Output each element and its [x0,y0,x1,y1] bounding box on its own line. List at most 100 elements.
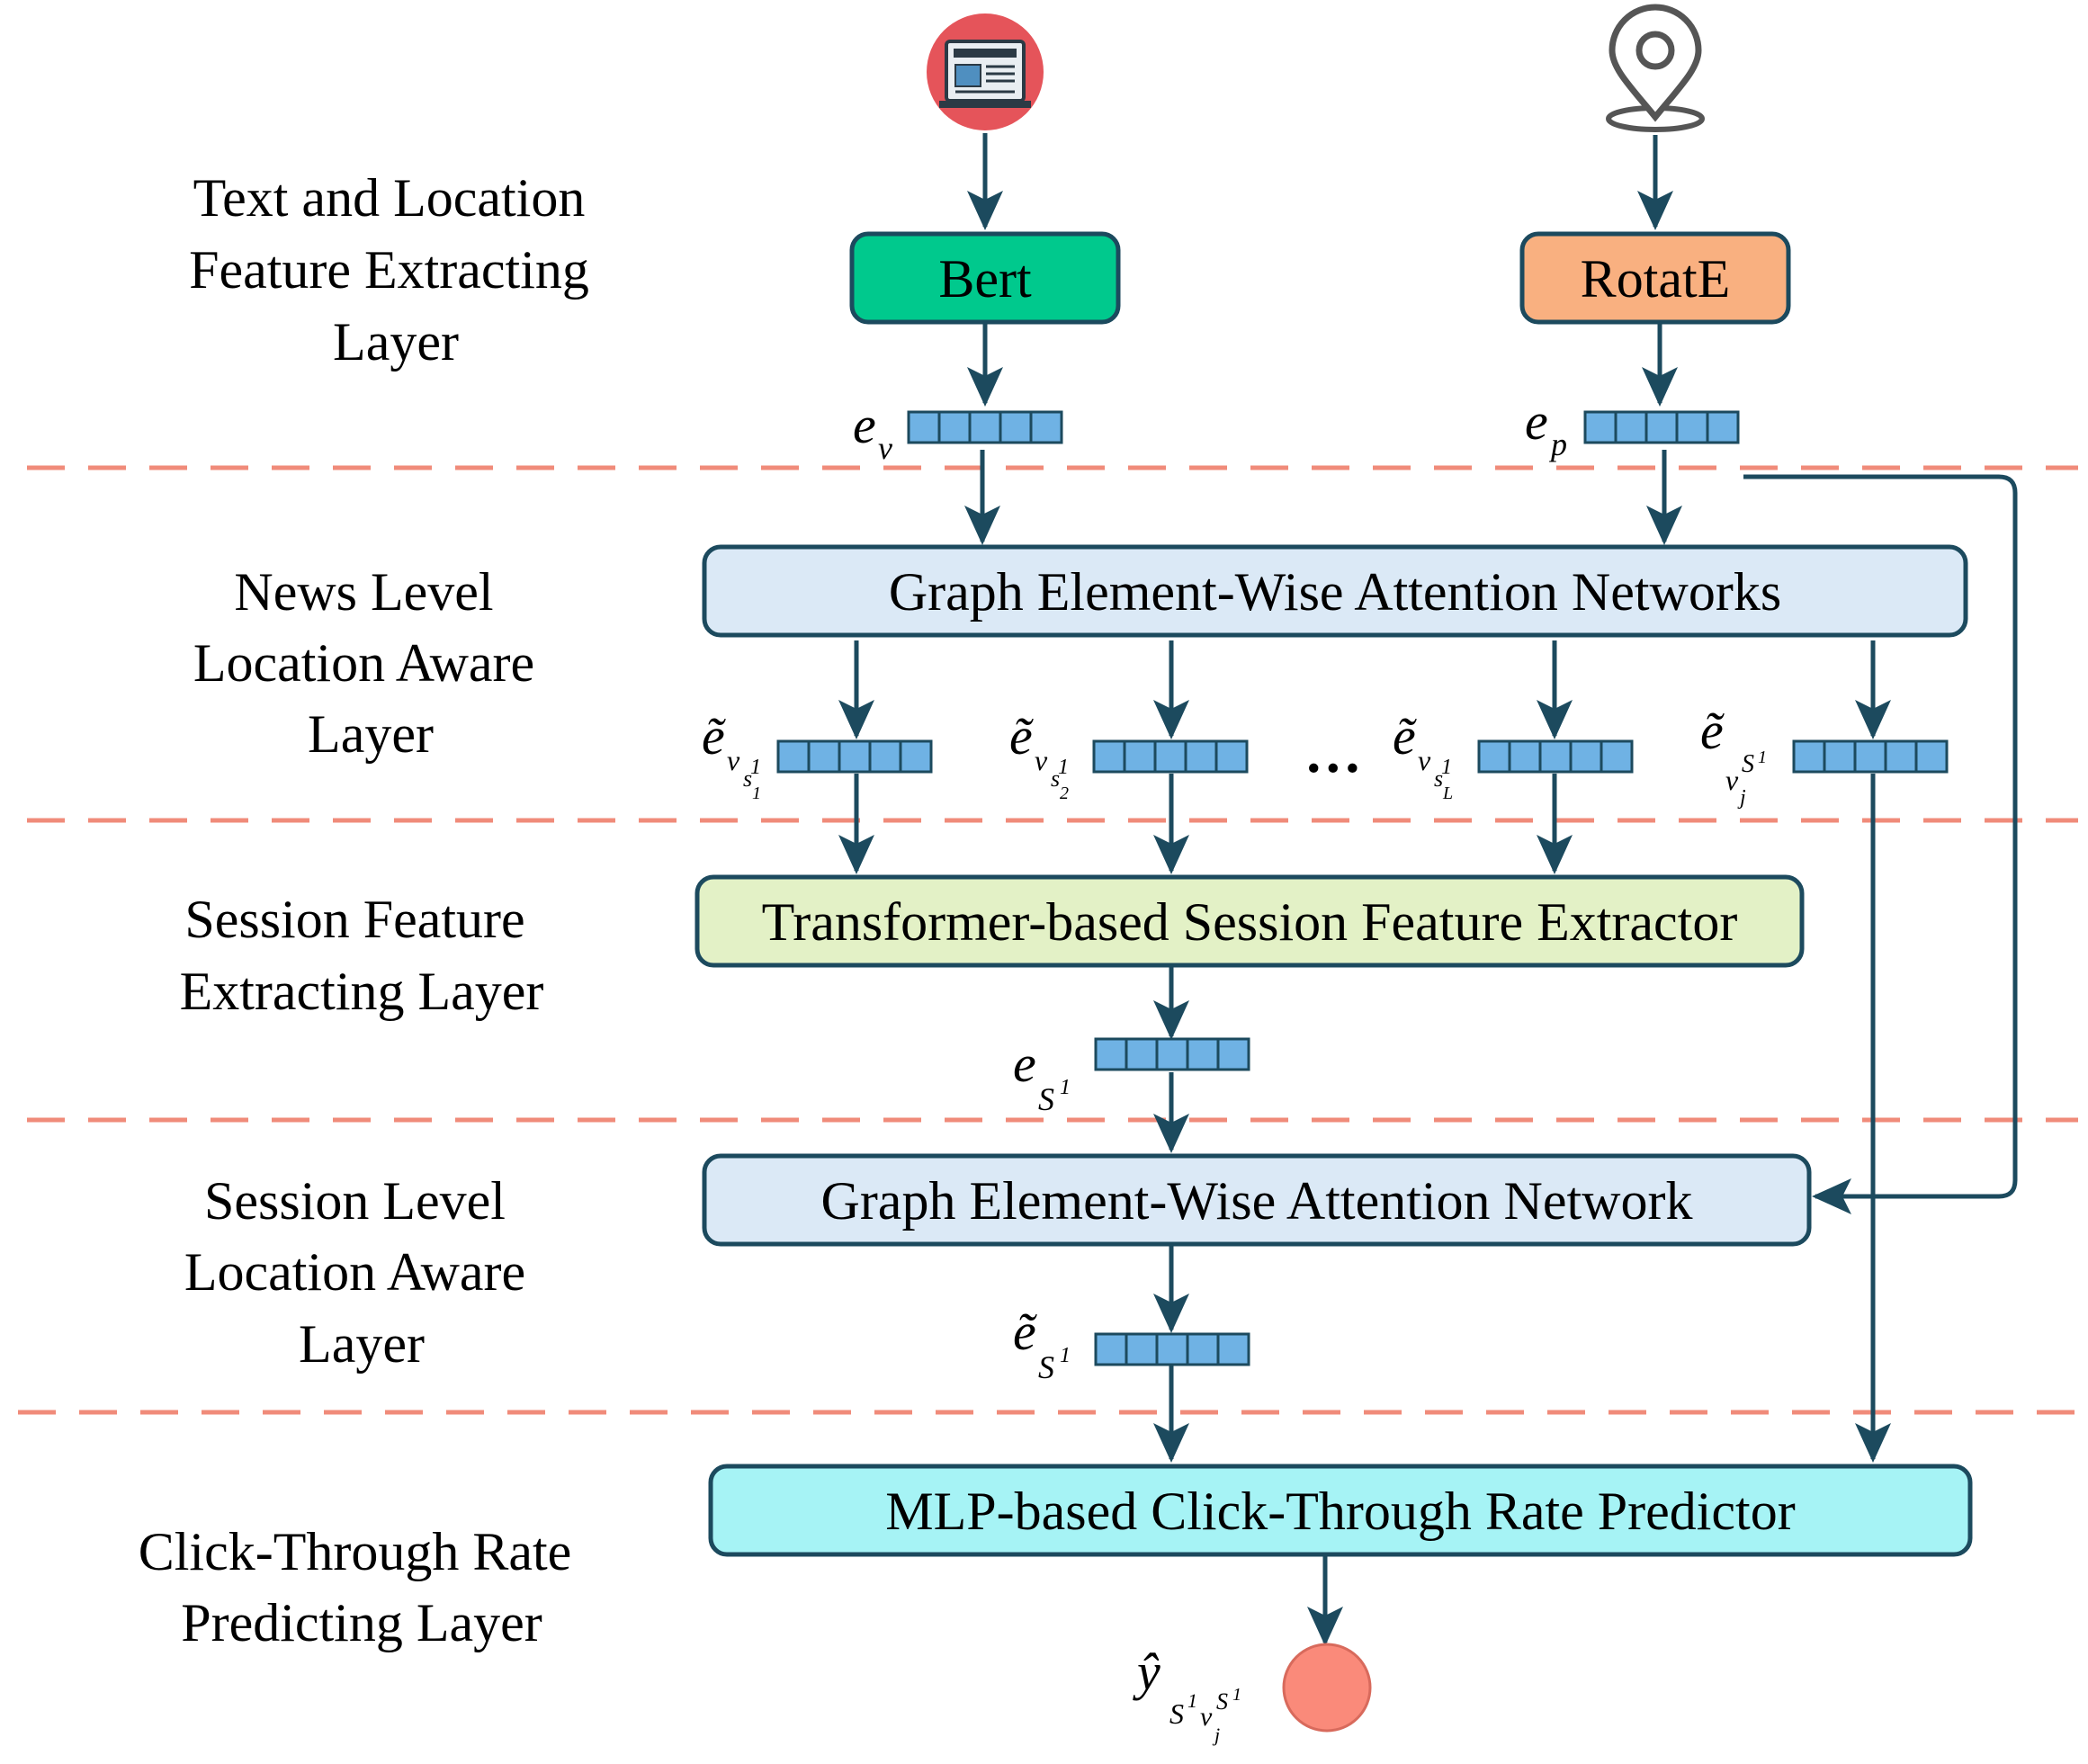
layer-label-session-level: Session Level Location Aware Layer [184,1171,539,1374]
svg-text:v: v [1200,1702,1213,1732]
mlp-label: MLP-based Click-Through Rate Predictor [885,1482,1795,1541]
rotate-box [1519,231,1791,325]
svg-text:e: e [853,396,876,454]
vector-cell [1583,410,1618,444]
svg-text:p: p [1548,426,1567,462]
vector-cell [1094,1332,1128,1366]
layer-label-ctr: Click-Through Rate Predicting Layer [139,1522,586,1652]
vector-cell [807,739,841,774]
vector-cell [1569,739,1603,774]
embedding-vector [1583,410,1740,444]
svg-text:ẽ: ẽ [1700,702,1725,760]
svg-text:1: 1 [752,784,761,803]
svg-text:L: L [1442,784,1453,803]
output-circle [1282,1643,1372,1733]
vector-cell [1184,739,1218,774]
vector-cell [899,739,933,774]
vector-cell [1477,739,1511,774]
symbol-y-hat: ŷ S 1 v j S 1 [1133,1643,1241,1746]
vector-cell [968,410,1002,444]
symbol-e-p: e p [1525,392,1567,462]
embedding-vector [776,739,933,774]
gewan-news-box [702,544,1968,638]
svg-text:s: s [743,766,752,792]
bert-label: Bert [938,249,1032,309]
svg-text:1: 1 [1441,756,1452,779]
svg-text:2: 2 [1060,784,1069,803]
svg-text:1: 1 [750,756,761,779]
svg-text:S: S [1038,1081,1054,1117]
vector-group [776,410,1949,1366]
svg-text:v: v [727,744,740,776]
svg-text:ẽ: ẽ [1009,707,1034,766]
vector-cell [1125,1332,1159,1366]
embedding-vector [1094,1037,1250,1071]
symbol-e-tilde-L: ẽ v s L 1 [1393,707,1453,803]
ellipsis: … [1306,721,1364,784]
svg-text:v: v [1035,744,1048,776]
svg-text:1: 1 [1758,748,1767,767]
vector-cell [1153,739,1187,774]
svg-text:e: e [1525,392,1548,451]
vector-cell [868,739,902,774]
embedding-vector [1477,739,1634,774]
vector-cell [937,410,972,444]
vector-cell [1823,739,1857,774]
symbol-e-v: e v [853,396,892,466]
vector-cell [1155,1037,1189,1071]
vector-cell [1123,739,1157,774]
newspaper-icon [927,13,1044,130]
embedding-vector [907,410,1063,444]
symbol-e-tilde-2: ẽ v s 2 1 [1009,707,1069,803]
svg-text:S: S [1038,1349,1054,1385]
mlp-box [708,1464,1973,1557]
svg-text:ẽ: ẽ [702,707,726,766]
vector-cell [776,739,811,774]
svg-text:v: v [1418,744,1431,776]
vector-cell [1600,739,1634,774]
vector-cell [1914,739,1949,774]
svg-text:s: s [1434,766,1443,792]
layer-label-news-level: News Level Location Aware Layer [193,562,548,764]
svg-text:j: j [1737,786,1746,810]
bert-box [849,231,1121,325]
vector-cell [1216,1332,1250,1366]
vector-cell [1508,739,1542,774]
vector-cell [1214,739,1249,774]
svg-text:1: 1 [1060,1076,1071,1099]
vector-cell [1675,410,1709,444]
vector-cell [1538,739,1573,774]
symbol-e-tilde-j: ẽ v j S 1 [1700,702,1767,810]
vector-cell [1092,739,1126,774]
svg-text:1: 1 [1232,1685,1241,1705]
svg-text:v: v [1725,764,1739,796]
vector-cell [1853,739,1887,774]
svg-text:ẽ: ẽ [1393,707,1417,766]
svg-text:S: S [1169,1697,1184,1730]
svg-text:ŷ: ŷ [1133,1643,1160,1701]
vector-cell [1884,739,1918,774]
vector-cell [1155,1332,1189,1366]
svg-text:ẽ: ẽ [1013,1303,1037,1361]
vector-cell [1706,410,1740,444]
vector-cell [1186,1037,1220,1071]
vector-cell [838,739,872,774]
embedding-vector [1792,739,1949,774]
svg-text:s: s [1051,766,1060,792]
vector-cell [999,410,1033,444]
transformer-box [695,874,1805,968]
layer-label-text-location: Text and Location Feature Extracting Lay… [189,168,603,372]
svg-text:1: 1 [1060,1344,1071,1367]
rotate-label: RotatE [1581,249,1731,309]
gewan-session-label: Graph Element-Wise Attention Network [821,1171,1693,1231]
svg-text:j: j [1212,1724,1220,1746]
vector-cell [1216,1037,1250,1071]
vector-cell [1094,1037,1128,1071]
symbol-e-tilde-1: ẽ v s 1 1 [702,707,761,803]
vector-cell [1186,1332,1220,1366]
symbol-e-s: e S 1 [1013,1034,1071,1117]
svg-text:1: 1 [1187,1689,1197,1712]
svg-text:v: v [878,430,892,466]
arrow-group [838,133,2018,1646]
